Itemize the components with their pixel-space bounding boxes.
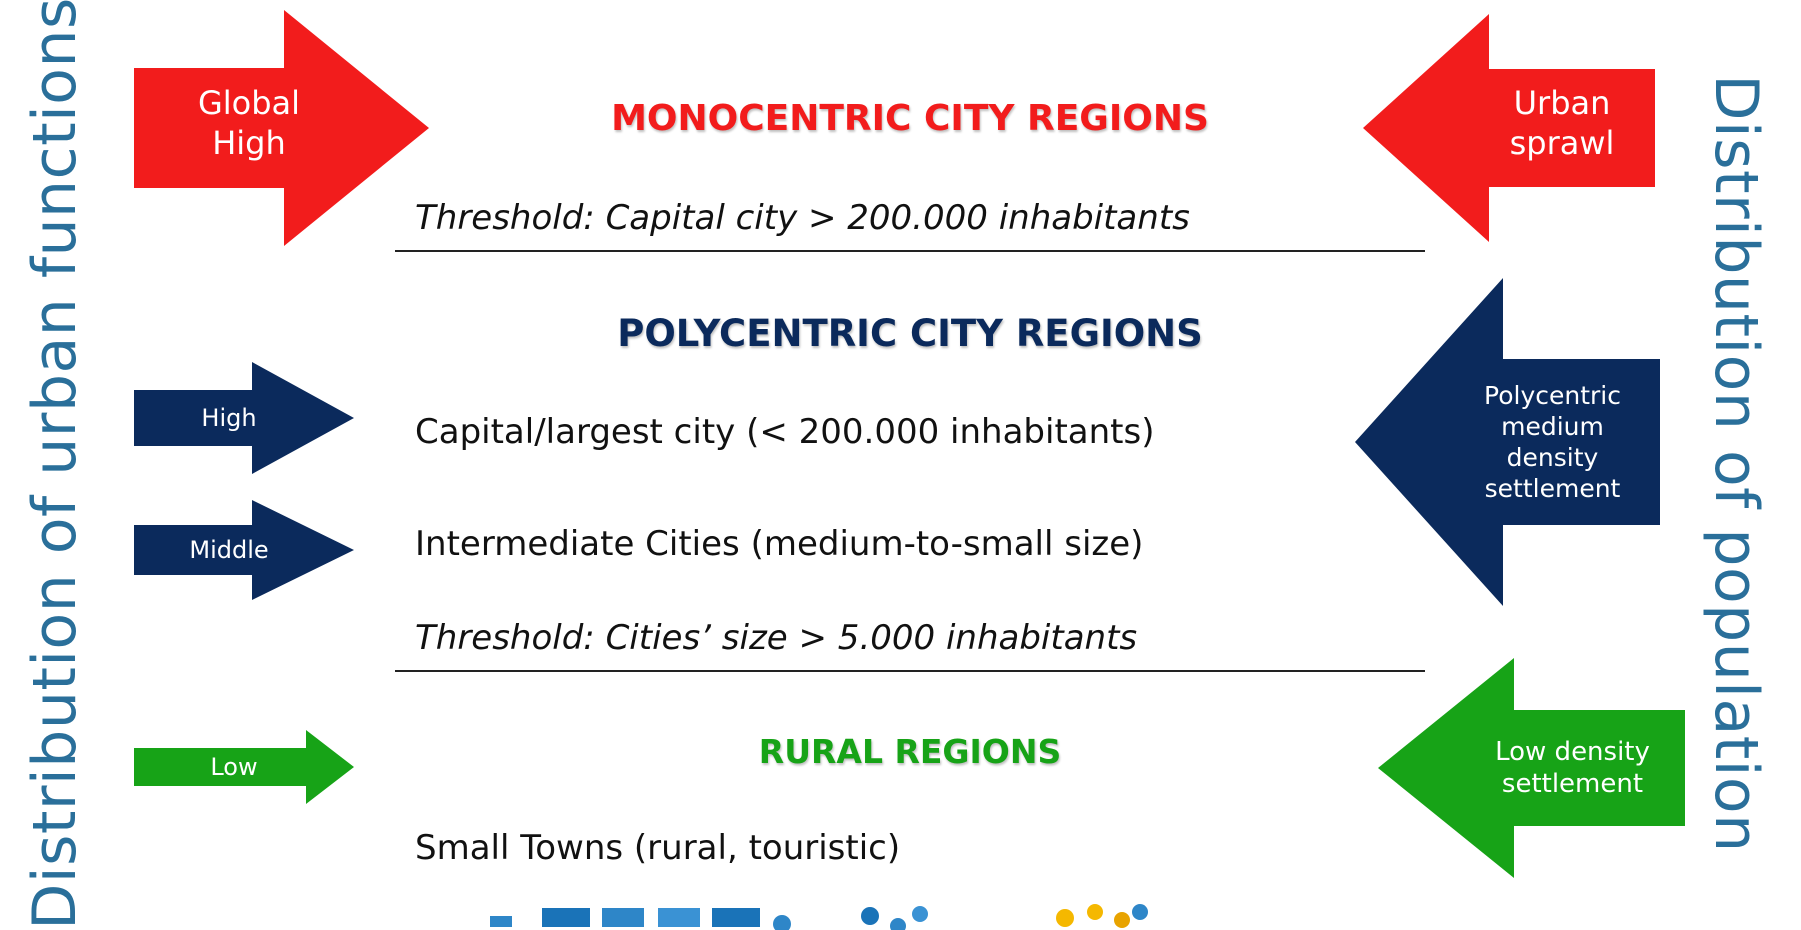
- right-axis-label: Distribution of population: [1701, 74, 1771, 853]
- low-density-arrow: [1378, 658, 1685, 878]
- global-high-label: Global High: [197, 84, 301, 162]
- divider-top: [395, 250, 1425, 252]
- divider-bottom: [395, 670, 1425, 672]
- logo-graphic: [490, 904, 1148, 930]
- global-high-arrow: [134, 10, 429, 246]
- polycentric-line-capital: Capital/largest city (< 200.000 inhabita…: [415, 412, 1155, 452]
- high-label: High: [201, 404, 257, 432]
- low-density-label: Low density settlement: [1495, 736, 1650, 800]
- polycentric-threshold: Threshold: Cities’ size > 5.000 inhabita…: [415, 618, 1138, 658]
- monocentric-threshold: Threshold: Capital city > 200.000 inhabi…: [415, 198, 1190, 238]
- monocentric-title: MONOCENTRIC CITY REGIONS: [611, 98, 1209, 139]
- middle-arrow: [134, 500, 354, 600]
- polycentric-line-intermediate: Intermediate Cities (medium-to-small siz…: [415, 524, 1144, 564]
- high-arrow: [134, 362, 354, 474]
- polycentric-arrow: [1355, 278, 1660, 606]
- rural-title: RURAL REGIONS: [758, 732, 1062, 771]
- left-axis-label: Distribution of urban functions: [20, 0, 90, 930]
- polycentric-title: POLYCENTRIC CITY REGIONS: [617, 312, 1203, 355]
- rural-line-small-towns: Small Towns (rural, touristic): [415, 828, 901, 868]
- middle-label: Middle: [189, 536, 269, 564]
- low-arrow: [134, 730, 354, 804]
- polycentric-label: Polycentric medium density settlement: [1484, 380, 1621, 504]
- urban-sprawl-label: Urban sprawl: [1509, 84, 1615, 162]
- low-label: Low: [210, 753, 258, 781]
- urban-sprawl-arrow: [1363, 14, 1655, 242]
